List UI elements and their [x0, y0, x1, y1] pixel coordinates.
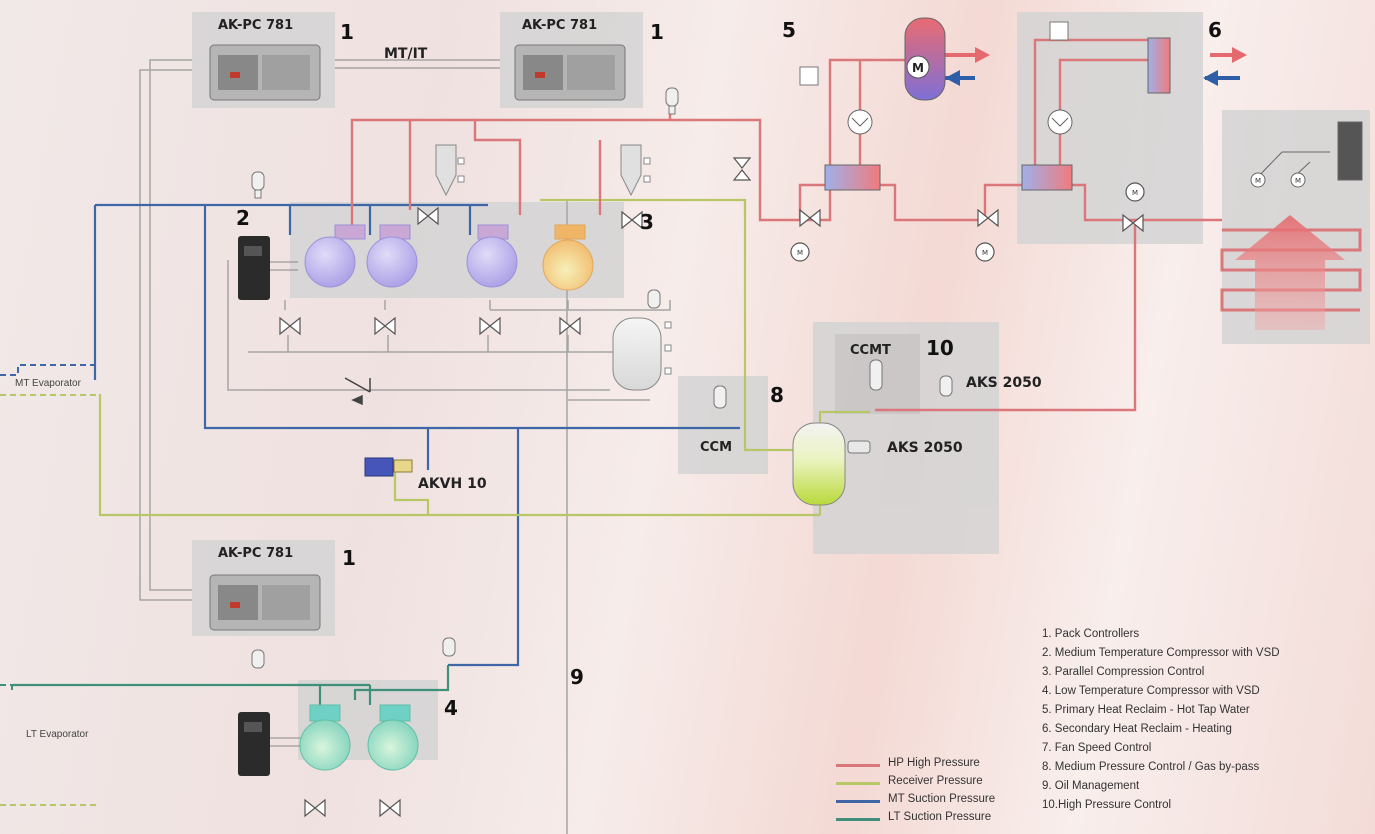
- legend-item-7: 7. Fan Speed Control: [1042, 742, 1152, 754]
- akvh-label: AKVH 10: [418, 476, 487, 492]
- gas-cooler: [1220, 215, 1362, 330]
- motor-label-2: M: [982, 249, 988, 257]
- valves: [279, 157, 1144, 818]
- callout-4: 4: [444, 696, 458, 720]
- gas-cooler-fans: [1250, 121, 1363, 188]
- key-swatch-mt: [836, 800, 880, 803]
- key-swatch-lt: [836, 818, 880, 821]
- callout-6: 6: [1208, 18, 1222, 42]
- key-row-hp: HP High Pressure: [836, 757, 1036, 773]
- key-swatch-hp: [836, 764, 880, 767]
- legend-item-10: 10.High Pressure Control: [1042, 799, 1172, 811]
- check-valve: [344, 377, 371, 406]
- hot-water-motor-label: M: [912, 61, 924, 75]
- mt-it-label: MT/IT: [384, 46, 428, 62]
- controller-label-2: AK-PC 781: [522, 18, 598, 33]
- legend-item-4: 4. Low Temperature Compressor with VSD: [1042, 685, 1260, 697]
- legend-item-1: 1. Pack Controllers: [1042, 628, 1140, 640]
- lt-compressors: [299, 704, 419, 771]
- legend-item-8: 8. Medium Pressure Control / Gas by-pass: [1042, 761, 1260, 773]
- controller-1: [209, 44, 321, 101]
- parallel-compressor: [542, 224, 594, 291]
- ccm-label: CCM: [700, 440, 733, 455]
- mt-evaporator-label: MT Evaporator: [15, 378, 81, 389]
- thermostats: [799, 21, 1069, 86]
- pumps: [847, 109, 1073, 135]
- key-label-lt: LT Suction Pressure: [888, 811, 992, 823]
- callout-1a: 1: [340, 20, 354, 44]
- controller-label-3: AK-PC 781: [218, 546, 294, 561]
- legend-item-2: 2. Medium Temperature Compressor with VS…: [1042, 647, 1280, 659]
- heat-arrows: [945, 47, 1247, 86]
- callout-10: 10: [926, 336, 954, 360]
- oil-tank: [612, 317, 672, 391]
- controller-3: [209, 574, 321, 631]
- callout-2: 2: [236, 206, 250, 230]
- key-row-lt: LT Suction Pressure: [836, 811, 1036, 827]
- legend-item-6: 6. Secondary Heat Reclaim - Heating: [1042, 723, 1232, 735]
- lt-evaporator-label: LT Evaporator: [26, 729, 89, 740]
- aks-sensor: [847, 440, 871, 454]
- legend-item-5: 5. Primary Heat Reclaim - Hot Tap Water: [1042, 704, 1250, 716]
- key-swatch-receiver: [836, 782, 880, 785]
- pressure-transmitters: [251, 87, 953, 669]
- lt-suction-lines: [12, 665, 450, 705]
- secondary-reclaim-panel: [1017, 12, 1203, 244]
- oil-separators: [435, 144, 651, 197]
- evaporator-lines: [0, 364, 100, 806]
- legend-item-3: 3. Parallel Compression Control: [1042, 666, 1205, 678]
- callout-1b: 1: [650, 20, 664, 44]
- motor-label-5: M: [1295, 177, 1301, 185]
- aks-label-upper: AKS 2050: [966, 375, 1042, 391]
- heat-exchangers: [824, 37, 1171, 191]
- controller-label-1: AK-PC 781: [218, 18, 294, 33]
- oil-lines: [139, 59, 671, 834]
- motor-valves: [790, 182, 1145, 262]
- ccmt-label: CCMT: [850, 343, 891, 358]
- motor-label-4: M: [1255, 177, 1261, 185]
- motor-label-3: M: [1132, 189, 1138, 197]
- motor-letters: M M M M M: [797, 177, 1301, 257]
- aks-label-lower: AKS 2050: [887, 440, 963, 456]
- vsd-drive-mt: [238, 236, 298, 300]
- hot-water-tank: [904, 17, 946, 101]
- key-label-mt: MT Suction Pressure: [888, 793, 996, 805]
- motor-label-1: M: [797, 249, 803, 257]
- callout-8: 8: [770, 383, 784, 407]
- callout-9: 9: [570, 665, 584, 689]
- liquid-receiver: [792, 422, 846, 506]
- key-row-mt: MT Suction Pressure: [836, 793, 1036, 809]
- controller-2: [514, 44, 626, 101]
- legend-item-9: 9. Oil Management: [1042, 780, 1140, 792]
- akvh-valve: [364, 457, 413, 477]
- key-label-receiver: Receiver Pressure: [888, 775, 983, 787]
- mt-compressors: [304, 224, 518, 288]
- key-row-receiver: Receiver Pressure: [836, 775, 1036, 791]
- callout-3: 3: [640, 210, 654, 234]
- key-label-hp: HP High Pressure: [888, 757, 980, 769]
- mt-suction-lines: [93, 203, 740, 667]
- callout-5: 5: [782, 18, 796, 42]
- callout-1c: 1: [342, 546, 356, 570]
- vsd-drive-lt: [238, 712, 305, 776]
